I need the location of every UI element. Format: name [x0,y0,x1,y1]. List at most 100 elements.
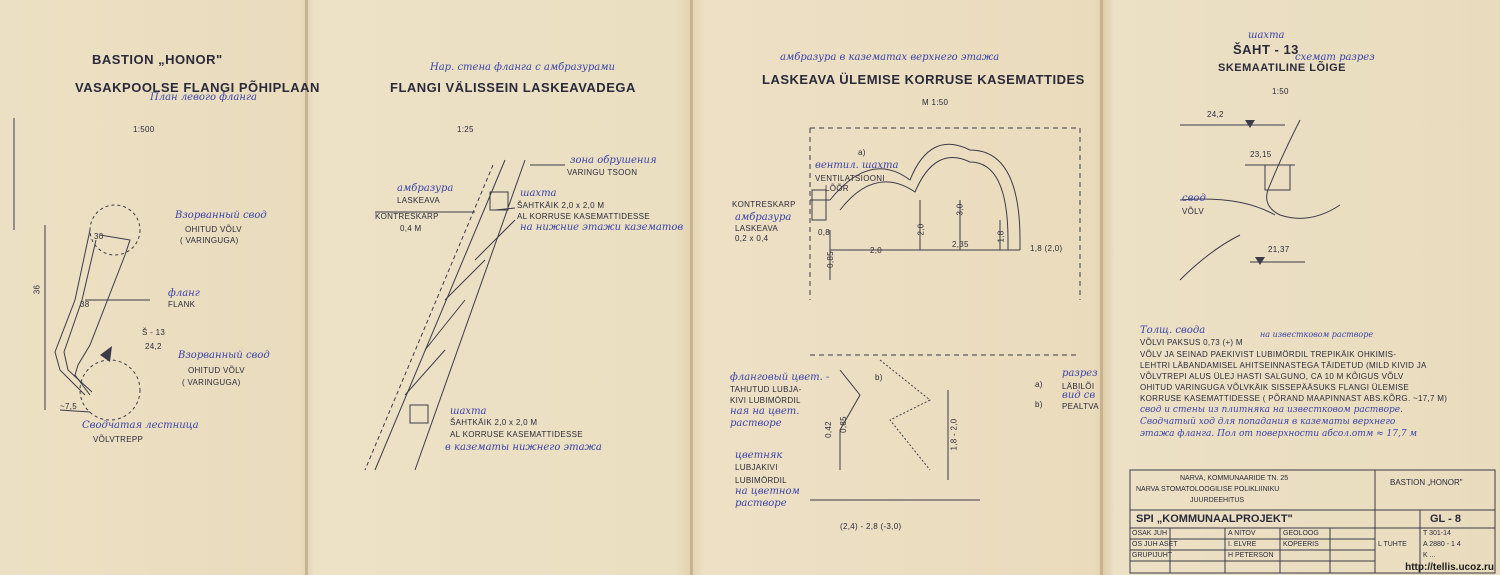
panel1-title-line1: BASTION „HONOR" [92,52,223,67]
note-line: KORRUSE KASEMATTIDESSE ( PÕRAND MAAPINNA… [1140,394,1448,403]
kontreskarp-dim: 0,4 M [400,224,422,233]
lime-handwritten-3: растворе [735,498,787,509]
dim-1-8: 1,8 [996,230,1006,243]
stair-handwritten: Сводчатая лестница [82,420,199,431]
tb-geoloog: GEOLOOG [1283,530,1319,537]
dim-75: ~7,5 [60,402,77,411]
legend-handwritten: разрез [1062,368,1098,379]
panel3-title-handwritten: амбразура в казематах верхнего этажа [780,52,1000,63]
tb-address-3: JUURDEEHITUS [1190,497,1245,504]
vent-label-2: LÕÕR [825,184,849,193]
tb-tutle: L TUHTE [1378,541,1407,548]
vault1-label: OHITUD VÕLV [185,225,242,234]
embr-label: LASKEAVA [397,196,441,205]
zone-handwritten: зона обрушения [570,155,657,166]
vault2-handwritten: Взорванный свод [178,350,270,361]
panel2-scale: 1:25 [457,125,474,134]
bottom-dim: (2,4) - 2,8 (-3,0) [840,522,902,531]
tb-t-code: T 301-14 [1423,530,1451,537]
vault2-label: OHITUD VÕLV [188,366,245,375]
panel-shaft-section: шахта ŠAHT - 13 схемат разрез SKEMAATILI… [1100,0,1500,575]
panel-embrasure: амбразура в казематах верхнего этажа LAS… [690,0,1100,575]
tb-org: SPI „KOMMUNAALPROJEKT" [1136,513,1293,525]
shaft2-note-handwritten: в казематы нижнего этажа [445,442,602,453]
legend-b-text: PEALTVA [1062,402,1099,411]
shaft-note: AL KORRUSE KASEMATTIDESSE [517,212,650,221]
shaft2-handwritten: шахта [450,406,487,417]
tb-role-2: OS JUH ASET [1132,541,1178,548]
lime-label: LUBJAKIVI [735,463,778,472]
legend-b: b) [1035,400,1043,409]
legend-handwritten-2: вид св [1062,390,1096,401]
note-line: LEHTRI LÄBANDAMISEL AHITSEINNASTEGA TÄID… [1140,361,1427,370]
stair-label: VÕLVTREPP [93,435,144,444]
shaft2-label: ŠAHTKÄIK 2,0 x 2,0 M [450,418,538,427]
panel1-title-handwritten: План левого фланга [150,92,257,103]
panel4-title-handwritten-2: схемат разрез [1295,52,1375,63]
tb-name-1: A NITOV [1228,530,1256,537]
section-a-label: a) [858,148,866,157]
section-b-label: b) [875,373,883,382]
note-line: OHITUD VARINGUGA VÕLVKÄIK SISSEPÄÄSUKS F… [1140,383,1410,392]
note-line: VÕLVI PAKSUS 0,73 (+) M [1140,338,1243,347]
note-handwritten-line: на известковом растворе [1260,330,1374,339]
lime-label-2: LUBIMÖRDIL [735,476,787,485]
dim-2-35: 2,35 [952,240,969,249]
legend-a-text: LÄBILÕI [1062,382,1095,391]
embr-handwritten: амбразура [397,183,454,194]
tb-address-1: NARVA, KOMMUNAARIDE TN. 25 [1180,475,1289,482]
shaft-handwritten: шахта [520,188,557,199]
kontreskarp-label: KONTRESKARP [375,212,439,221]
tb-sheet: GL - 8 [1430,513,1461,525]
plaster-handwritten: фланговый цвет. - [730,372,830,383]
vent-handwritten: вентил. шахта [815,160,899,171]
note-handwritten-line: свод и стены из плитняка на известковом … [1140,405,1403,415]
dim-0-8: 0,8 [818,228,831,237]
shaft-note-handwritten: на нижние этажи казематов [520,222,684,233]
tb-a-code: A 2880 - 1 4 [1423,541,1461,548]
note-line: VÕLVTREPI ALUS ÜLEJ HASTI SALGUNO, CA 10… [1140,372,1404,381]
tb-role-1: OSAK JUH [1132,530,1168,537]
tb-role-3: GRUPIJUHT [1132,552,1173,559]
tb-object: BASTION „HONOR" [1390,478,1463,487]
dim-3-0: 3,0 [955,203,965,216]
flank-plan-drawing [13,118,150,421]
tb-kopeeris: KOPEERIS [1283,541,1319,548]
panel3-title: LASKEAVA ÜLEMISE KORRUSE KASEMATTIDES [762,72,1085,87]
vault-label: VÕLV [1182,207,1204,216]
panel2-title-handwritten: Нар. стена фланга с амбразурами [430,62,615,73]
shaft-num: 24,2 [145,342,162,351]
watermark: http://tellis.ucoz.ru [1405,562,1494,573]
tb-k-code: K ... [1423,552,1436,559]
dim-24-2: 24,2 [1207,110,1224,119]
shaft-label: ŠAHTKÄIK 2,0 x 2,0 M [517,201,605,210]
shaft2-note: AL KORRUSE KASEMATTIDESSE [450,430,583,439]
kontreskarp-label: KONTRESKARP [732,200,796,209]
panel1-title-line2: VASAKPOOLSE FLANGI PÕHIPLAAN [75,80,320,95]
panel2-title: FLANGI VÄLISSEIN LASKEAVADEGA [390,80,636,95]
dim-38: 38 [80,300,90,309]
legend-a: a) [1035,380,1043,389]
panel4-title-2: SKEMAATILINE LÕIGE [1218,62,1346,74]
shaft-label: Š - 13 [142,328,166,337]
fold-line [305,0,308,575]
embr-dim: 0,2 x 0,4 [735,234,769,243]
dim-2-0a: 2,0 [870,246,883,255]
panel4-title-handwritten: шахта [1248,30,1285,41]
plaster-label: TAHUTUD LUBJA- [730,385,802,394]
panel-flank-plan: BASTION „HONOR" VASAKPOOLSE FLANGI PÕHIP… [0,0,319,575]
lime-handwritten: цветняк [735,450,783,461]
plaster-handwritten-2: ная на цвет. [730,406,800,417]
note-handwritten-line: Сводчатый ход для попадания в казематы в… [1140,417,1396,427]
shaft-section-drawing [1179,119,1341,281]
lime-handwritten-2: на цветном [735,486,800,497]
flank-handwritten: фланг [168,288,200,299]
tb-address-2: NARVA STOMATOLOOGILISE POLIKLIINIKU [1136,486,1280,493]
dim-0-42: 0,42 [823,421,833,438]
vent-label: VENTILATSIOONI [815,174,885,183]
dim-23-15: 23,15 [1250,150,1272,159]
panel3-scale: M 1:50 [922,98,949,107]
dim-0-85: 0,85 [825,251,835,268]
notes-handwritten: Толщ. свода [1140,325,1206,336]
vault-handwritten: свод [1182,193,1206,204]
